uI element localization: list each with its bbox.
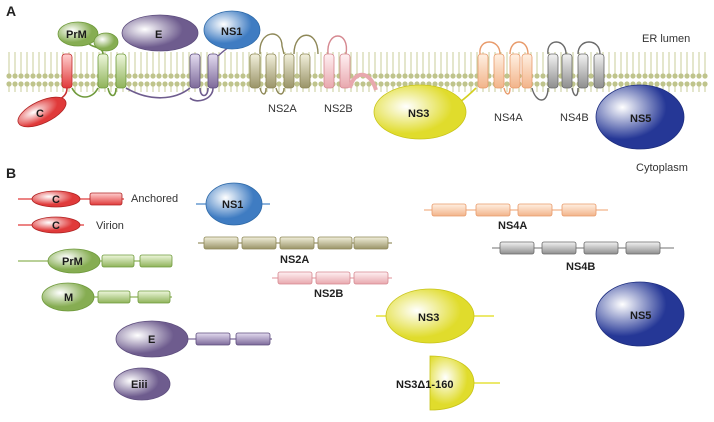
panel-a-label: A — [6, 3, 16, 19]
e-protein-membrane: E — [121, 14, 219, 102]
prm-label-b: PrM — [62, 256, 83, 268]
c-virion-construct: C Virion — [18, 216, 124, 234]
ns1-protein-membrane: NS1 — [203, 10, 261, 57]
ns4a-construct: NS4A — [424, 203, 608, 232]
ns4a-label-b: NS4A — [498, 220, 527, 232]
ns4b-construct: NS4B — [492, 241, 674, 273]
ns4b-protein-membrane: NS4B — [531, 41, 605, 124]
ns3-label-b: NS3 — [418, 312, 439, 324]
ns1-label-b: NS1 — [222, 199, 243, 211]
ns5-label-a: NS5 — [630, 113, 651, 125]
c-protein-membrane: C — [17, 53, 73, 128]
e-label-a: E — [155, 29, 162, 41]
eiii-construct: Eiii — [113, 367, 171, 401]
ns3-construct: NS3 — [376, 288, 494, 344]
cytoplasm-label: Cytoplasm — [636, 162, 688, 174]
e-construct: E — [115, 320, 272, 358]
er-lumen-label: ER lumen — [642, 33, 690, 45]
ns4a-label-a: NS4A — [494, 112, 523, 124]
c-virion-inner-label: C — [52, 220, 60, 232]
ns2b-label-a: NS2B — [324, 103, 353, 115]
ns1-label-a: NS1 — [221, 26, 242, 38]
ns3-truncated-label-b: NS3Δ1-160 — [396, 379, 453, 391]
ns1-construct: NS1 — [196, 182, 270, 226]
ns2a-construct: NS2A — [198, 236, 392, 266]
ns2b-construct: NS2B — [272, 271, 392, 300]
ns4b-label-a: NS4B — [560, 112, 589, 124]
prm-protein-membrane: PrM — [57, 21, 127, 98]
e-label-b: E — [148, 334, 155, 346]
eiii-label-b: Eiii — [131, 379, 148, 391]
c-anchored-construct: C Anchored — [18, 190, 178, 208]
ns5-label-b: NS5 — [630, 310, 651, 322]
prm-construct: PrM — [18, 248, 173, 274]
ns2b-protein-membrane: NS2B — [323, 35, 378, 115]
m-label-b: M — [64, 292, 73, 304]
ns4b-label-b: NS4B — [566, 261, 595, 273]
ns4a-protein-membrane: NS4A — [477, 41, 533, 124]
ns3-label-a: NS3 — [408, 108, 429, 120]
ns5-protein-membrane: NS5 — [595, 84, 685, 150]
c-virion-label: Virion — [96, 220, 124, 232]
c-label-a: C — [36, 108, 44, 120]
panel-b-label: B — [6, 165, 16, 181]
ns2a-label-b: NS2A — [280, 254, 309, 266]
ns5-construct: NS5 — [595, 281, 685, 347]
c-anchored-label: Anchored — [131, 193, 178, 205]
ns2b-label-b: NS2B — [314, 288, 343, 300]
prm-label-a: PrM — [66, 29, 87, 41]
ns2a-label-a: NS2A — [268, 103, 297, 115]
m-construct: M — [41, 282, 172, 312]
ns2a-protein-membrane: NS2A — [249, 33, 319, 115]
c-anchored-inner-label: C — [52, 194, 60, 206]
ns3-protein-membrane: NS3 — [373, 84, 477, 140]
ns3-truncated-construct: NS3Δ1-160 — [396, 355, 500, 411]
